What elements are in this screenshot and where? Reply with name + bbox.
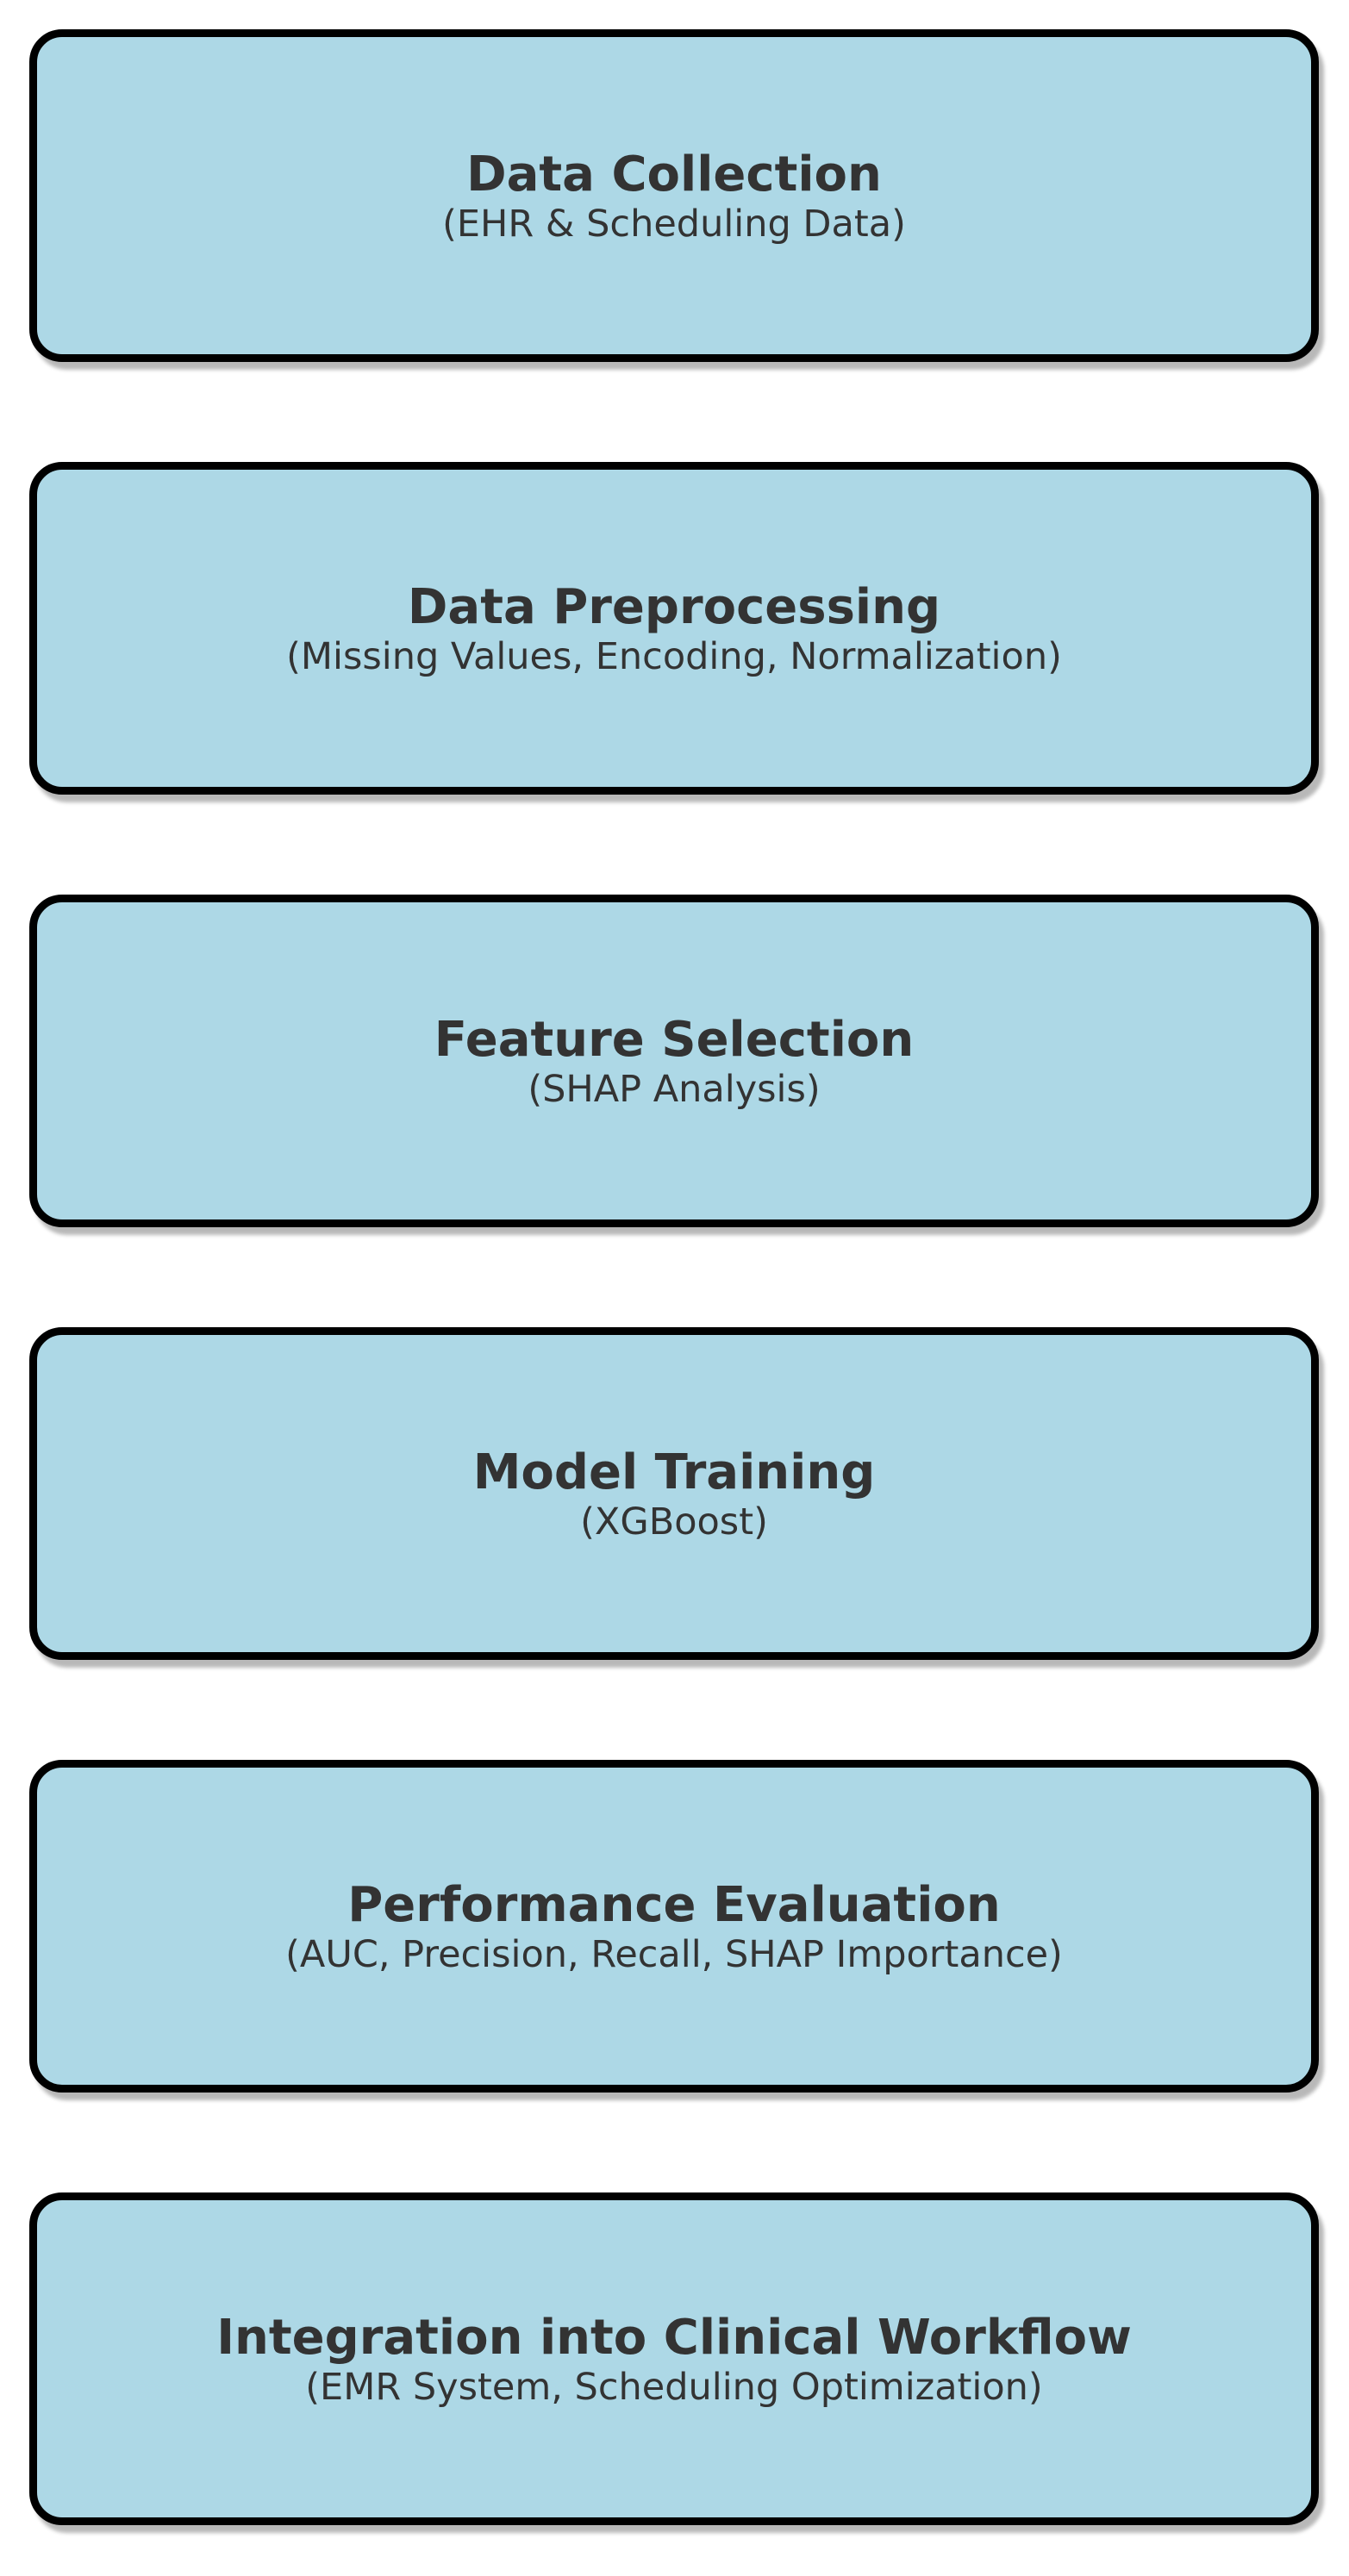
step-model-training: Model Training (XGBoost) [29,1327,1319,1660]
step-title: Data Preprocessing [407,579,941,635]
step-subtitle: (SHAP Analysis) [528,1068,821,1111]
step-title: Performance Evaluation [347,1877,1001,1933]
step-data-collection: Data Collection (EHR & Scheduling Data) [29,29,1319,362]
step-subtitle: (EMR System, Scheduling Optimization) [305,2366,1043,2409]
step-subtitle: (AUC, Precision, Recall, SHAP Importance… [285,1933,1063,1976]
step-title: Data Collection [466,147,882,203]
step-subtitle: (Missing Values, Encoding, Normalization… [286,635,1062,678]
step-subtitle: (EHR & Scheduling Data) [442,203,906,246]
step-feature-selection: Feature Selection (SHAP Analysis) [29,895,1319,1227]
step-title: Feature Selection [434,1012,915,1068]
step-data-preprocessing: Data Preprocessing (Missing Values, Enco… [29,462,1319,795]
step-title: Model Training [472,1444,876,1500]
step-title: Integration into Clinical Workflow [216,2310,1132,2366]
step-clinical-integration: Integration into Clinical Workflow (EMR … [29,2192,1319,2525]
step-performance-evaluation: Performance Evaluation (AUC, Precision, … [29,1760,1319,2093]
step-subtitle: (XGBoost) [580,1500,768,1544]
